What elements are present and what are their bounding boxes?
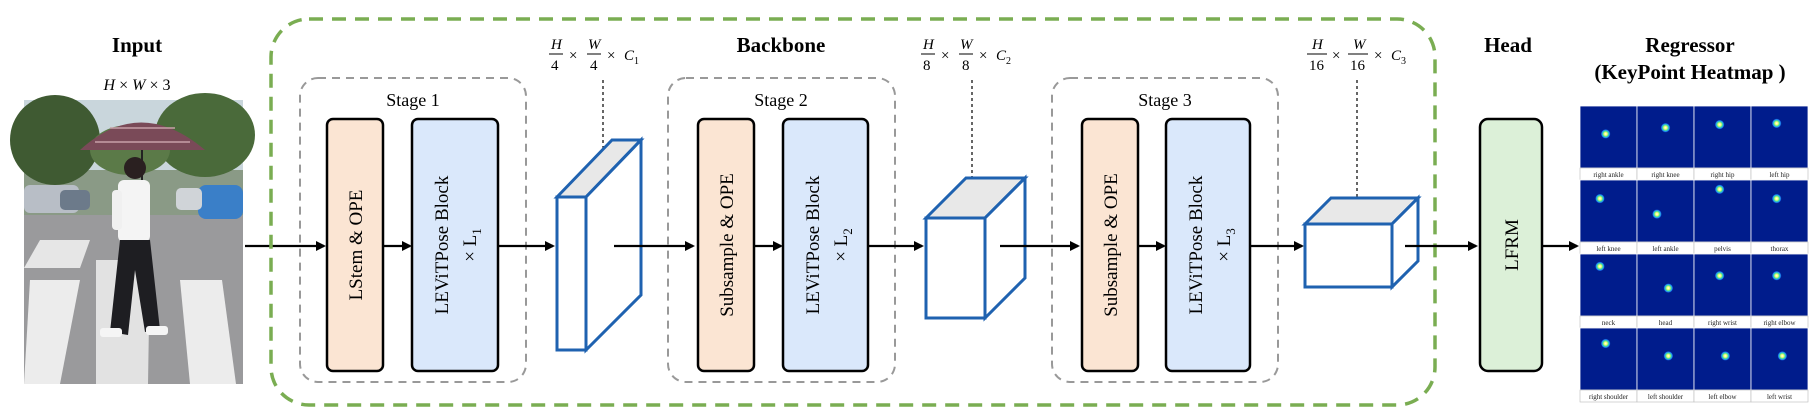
heatmap-cell: left shoulder [1636,327,1695,403]
stage-3-block-label: LEViTPose Block [1186,175,1207,314]
heatmap-image [1579,179,1638,243]
heatmap-cell: thorax [1750,179,1809,255]
keypoint-hotspot [1660,122,1671,133]
heatmap-label: right ankle [1593,171,1623,179]
head-heading: Head [1484,33,1532,57]
stage-1: Stage 1 LStem & OPE LEViTPose Block × L1 [299,77,527,383]
keypoint-hotspot [1594,261,1605,272]
heatmap-label: neck [1602,319,1616,327]
heatmap-cell: left wrist [1750,327,1809,403]
heatmap-image [1579,327,1638,391]
heatmap-cell: right elbow [1750,253,1809,329]
stage-2: Stage 2 Subsample & OPE LEViTPose Block … [667,77,896,383]
keypoint-hotspot [1720,350,1731,361]
stage-1-op-label: LStem & OPE [346,190,367,301]
heatmap-cell: left elbow [1693,327,1752,403]
keypoint-hotspot [1771,193,1782,204]
stage-1-block-label: LEViTPose Block [432,175,453,314]
heatmap-label: left elbow [1708,393,1737,401]
stage-3-frame [1051,77,1279,383]
stage-2-title: Stage 2 [754,90,808,110]
heatmap-label: right hip [1711,171,1735,179]
heatmap-label: right knee [1651,171,1679,179]
heatmap-label: head [1659,319,1673,327]
heatmap-label: thorax [1771,245,1789,253]
stage-2-op-label: Subsample & OPE [717,173,738,317]
heatmap-cell: right ankle [1579,105,1638,181]
heatmap-label: right elbow [1763,319,1796,327]
heatmap-image [1750,105,1809,169]
stage-1-frame [299,77,527,383]
keypoint-hotspot [1600,338,1611,349]
stage-3: Stage 3 Subsample & OPE LEViTPose Block … [1051,77,1279,383]
keypoint-hotspot [1714,119,1725,130]
stage-1-block-repeat: × L1 [460,228,484,262]
heatmap-cell: right shoulder [1579,327,1638,403]
keypoint-hotspot [1714,184,1725,195]
heatmap-cell: head [1636,253,1695,329]
stage-2-block-box [781,117,870,373]
feature-3-shape: H 16 × W 16 × C3 [1309,37,1406,74]
feature-map-2: H 8 × W 8 × C2 [921,37,1029,322]
heatmap-label: pelvis [1714,245,1731,253]
stage-3-title: Stage 3 [1138,90,1192,110]
heatmap-cell: right hip [1693,105,1752,181]
stage-1-title: Stage 1 [386,90,440,110]
stage-3-block-box [1164,117,1252,373]
heatmap-cell: pelvis [1693,179,1752,255]
keypoint-hotspot [1663,350,1674,361]
heatmap-label: left shoulder [1648,393,1684,401]
heatmap-cell: left hip [1750,105,1809,181]
keypoint-hotspot [1663,283,1674,294]
heatmap-label: left wrist [1767,393,1792,401]
heatmap-cell: left ankle [1636,179,1695,255]
heatmap-image [1636,179,1695,243]
stage-2-block-label: LEViTPose Block [803,175,824,314]
keypoint-hotspot [1714,270,1725,281]
feature-1-shape: H 4 × W 4 × C1 [550,37,639,74]
feature-map-1: H 4 × W 4 × C1 [549,37,645,354]
heatmap-cell: right knee [1636,105,1695,181]
heatmap-label: right wrist [1708,319,1737,327]
stage-3-block-repeat: × L3 [1214,228,1238,262]
stage-2-block-repeat: × L2 [831,228,855,262]
backbone-heading: Backbone [737,33,826,57]
keypoint-hotspot [1777,350,1788,361]
head-label: LFRM [1502,219,1523,271]
input-dims: H×W×3 [103,77,171,94]
heatmap-image [1693,105,1752,169]
heatmap-image [1750,253,1809,317]
heatmap-image [1750,179,1809,243]
feature-2-shape: H 8 × W 8 × C2 [922,37,1011,74]
heatmap-label: left hip [1769,171,1790,179]
heatmap-cell: neck [1579,253,1638,329]
regressor-heading-line2: (KeyPoint Heatmap ) [1594,60,1785,84]
heatmap-image [1693,253,1752,317]
keypoint-hotspot [1600,128,1611,139]
stage-1-block-box [410,117,500,373]
backbone-container [269,17,1437,407]
stage-3-op-label: Subsample & OPE [1101,173,1122,317]
keypoint-hotspot [1651,209,1662,220]
stage-2-frame [667,77,896,383]
keypoint-heatmap-grid: right ankle right knee right hip left hip le… [1579,105,1809,403]
feature-map-3: H 16 × W 16 × C3 [1301,37,1422,291]
keypoint-hotspot [1594,193,1605,204]
heatmap-image [1579,253,1638,317]
heatmap-label: left knee [1596,245,1620,253]
heatmap-cell: right wrist [1693,253,1752,329]
input-heading: Input [112,33,162,57]
heatmap-cell: left knee [1579,179,1638,255]
heatmap-label: left ankle [1652,245,1678,253]
keypoint-hotspot [1771,270,1782,281]
regressor-heading-line1: Regressor [1645,33,1734,57]
heatmap-label: right shoulder [1589,393,1629,401]
keypoint-hotspot [1771,118,1782,129]
input-photo [10,93,255,384]
heatmap-image [1636,105,1695,169]
